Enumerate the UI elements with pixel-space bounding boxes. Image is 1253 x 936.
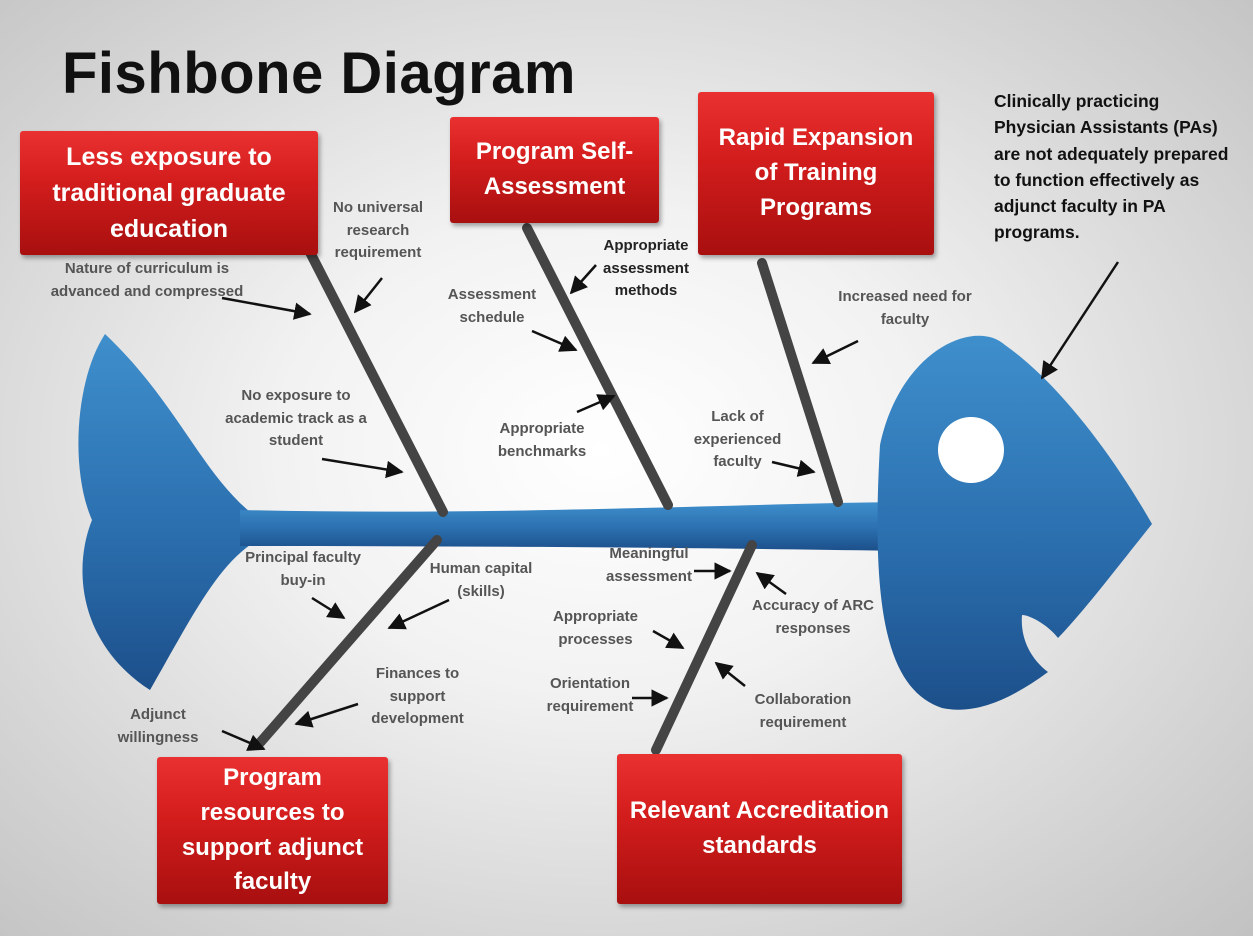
arrow-assessment-schedule — [531, 329, 578, 352]
arrow-nature-curriculum — [221, 296, 312, 320]
cause-appropriate-benchmarks: Appropriate benchmarks — [497, 420, 587, 460]
arrow-benchmarks — [576, 394, 616, 414]
cause-collaboration-requirement: Collaboration requirement — [754, 691, 852, 731]
cause-orientation-requirement: Orientation requirement — [546, 675, 634, 715]
category-box-accreditation: Relevant Accreditation standards — [617, 754, 902, 904]
cause-accuracy-arc: Accuracy of ARC responses — [752, 597, 874, 637]
arrow-no-exposure — [321, 457, 404, 479]
arrow-collaboration — [714, 661, 746, 687]
cause-no-universal-research: No universal research requirement — [332, 199, 424, 261]
cause-increased-need-faculty: Increased need for faculty — [838, 288, 972, 328]
page-title: Fishbone Diagram — [62, 41, 576, 106]
arrow-assessment-methods — [569, 264, 597, 295]
arrow-principal-buyin — [311, 596, 346, 620]
cause-human-capital: Human capital (skills) — [429, 560, 533, 600]
cause-no-exposure-academic: No exposure to academic track as a stude… — [225, 387, 367, 449]
bone-self-assessment — [522, 223, 673, 510]
cause-appropriate-processes: Appropriate processes — [552, 608, 638, 648]
fish-tail — [78, 334, 250, 690]
bone-resources — [253, 535, 442, 750]
arrow-human-capital — [387, 598, 450, 630]
cause-appropriate-assessment-methods: Appropriate assessment methods — [603, 237, 689, 299]
arrow-increased-need — [811, 339, 859, 365]
category-box-self-assessment: Program Self-Assessment — [450, 117, 659, 223]
cause-assessment-schedule: Assessment schedule — [447, 286, 537, 326]
fish-eye — [938, 417, 1004, 483]
cause-meaningful-assessment: Meaningful assessment — [606, 545, 692, 585]
arrow-accuracy-arc — [755, 571, 787, 596]
cause-finances-support: Finances to support development — [371, 665, 464, 727]
cause-nature-curriculum: Nature of curriculum is advanced and com… — [50, 260, 244, 300]
cause-adjunct-willingness: Adjunct willingness — [117, 706, 199, 746]
fish-head — [877, 335, 1152, 710]
category-box-resources: Program resources to support adjunct fac… — [157, 757, 388, 904]
arrow-finances — [294, 702, 359, 728]
cause-lack-experienced-faculty: Lack of experienced faculty — [693, 408, 782, 470]
fish-spine — [240, 502, 905, 551]
arrow-no-universal-research — [353, 277, 383, 314]
cause-principal-faculty-buyin: Principal faculty buy-in — [245, 549, 361, 589]
bone-exposure — [291, 220, 448, 517]
category-box-expansion: Rapid Expansion of Training Programs — [698, 92, 934, 255]
bone-accreditation — [651, 540, 757, 755]
arrow-problem-to-head — [1040, 261, 1120, 380]
category-box-exposure: Less exposure to traditional graduate ed… — [20, 131, 318, 255]
arrow-adjunct-willingness — [221, 729, 266, 751]
bone-expansion — [757, 258, 843, 507]
problem-statement: Clinically practicing Physician Assistan… — [994, 91, 1229, 243]
arrow-lack-experienced — [771, 459, 816, 477]
arrow-appropriate-processes — [652, 629, 685, 650]
